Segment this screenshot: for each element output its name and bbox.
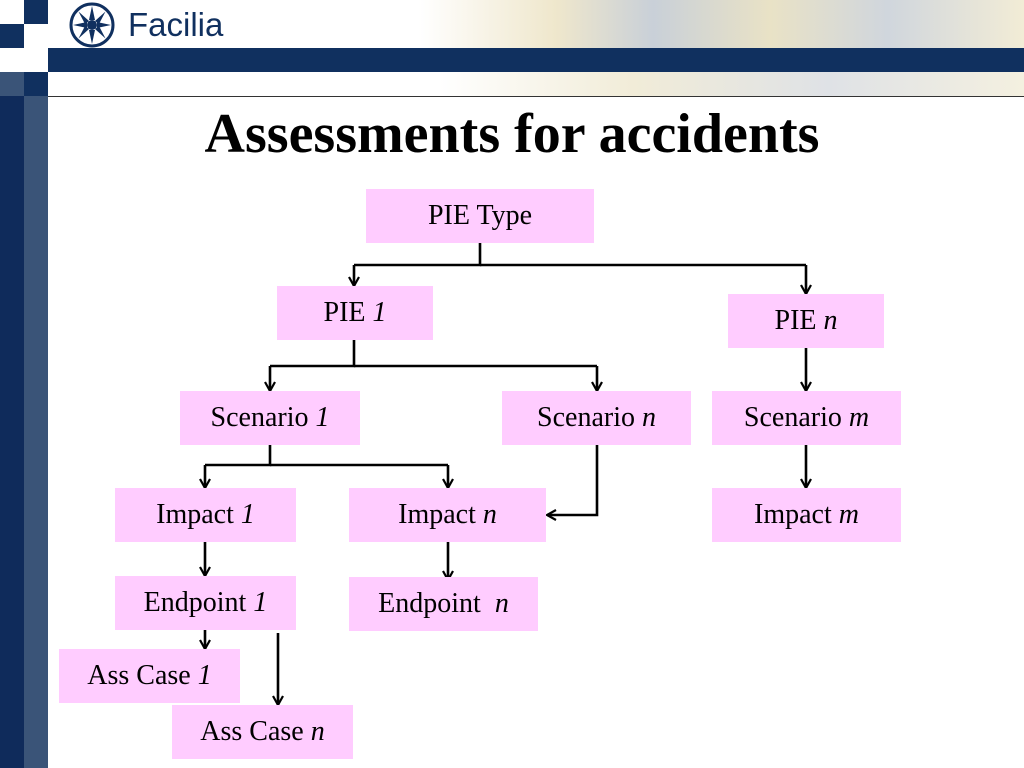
strip-square <box>24 48 48 72</box>
node-index: n <box>823 305 838 336</box>
node-scenario-1: Scenario 1 <box>180 391 360 445</box>
node-label: Impact <box>156 499 241 530</box>
node-index: n <box>641 402 656 433</box>
left-decorative-strip <box>0 0 48 768</box>
logo-wheel-icon <box>69 2 115 48</box>
connector-arrow <box>547 445 599 515</box>
strip-column-dark <box>0 0 24 768</box>
strip-square <box>0 48 24 72</box>
connector-line <box>354 243 482 267</box>
connector-line <box>205 445 272 467</box>
node-pie-type: PIE Type <box>366 189 594 243</box>
header-navy-band <box>48 48 1024 72</box>
slide-title: Assessments for accidents <box>204 103 820 165</box>
logo-text: Facilia <box>128 6 224 43</box>
node-index: m <box>848 402 870 433</box>
node-index: 1 <box>253 587 268 618</box>
node-pie-n: PIE n <box>728 294 884 348</box>
node-index: 1 <box>240 499 255 530</box>
node-label: PIE <box>774 305 824 336</box>
strip-square <box>0 24 24 48</box>
node-label: Endpoint <box>143 587 254 618</box>
node-label: Scenario <box>537 402 642 433</box>
header-top <box>48 0 1024 48</box>
strip-square <box>0 72 24 96</box>
header-band <box>48 0 1024 97</box>
node-label: Scenario <box>210 402 316 433</box>
node-index: n <box>482 499 497 530</box>
node-index: 1 <box>197 660 212 691</box>
node-label: Scenario <box>743 402 849 433</box>
node-label: Impact <box>754 499 839 530</box>
node-ass-case-1: Ass Case 1 <box>59 649 240 703</box>
node-endpoint-1: Endpoint 1 <box>115 576 296 630</box>
strip-square <box>0 0 24 24</box>
node-impact-n: Impact n <box>349 488 546 542</box>
node-label: PIE Type <box>427 200 533 231</box>
strip-column-light <box>24 0 48 768</box>
strip-square <box>24 0 48 24</box>
node-ass-case-n: Ass Case n <box>172 705 353 759</box>
node-index: n <box>494 588 509 619</box>
strip-square <box>24 24 48 48</box>
strip-square <box>24 72 48 96</box>
node-scenario-n: Scenario n <box>502 391 691 445</box>
node-scenario-m: Scenario m <box>712 391 901 445</box>
node-label: PIE <box>323 297 373 328</box>
node-impact-1: Impact 1 <box>115 488 296 542</box>
header-lower <box>48 72 1024 97</box>
node-impact-m: Impact m <box>712 488 901 542</box>
connector-line <box>270 340 356 368</box>
node-pie-1: PIE 1 <box>277 286 433 340</box>
node-index: m <box>838 499 859 530</box>
node-index: 1 <box>372 297 387 328</box>
node-endpoint-n: Endpoint n <box>349 577 538 631</box>
node-index: n <box>310 716 325 747</box>
node-label: Ass Case <box>200 716 311 747</box>
facilia-logo: Facilia <box>62 2 223 48</box>
node-label: Ass Case <box>87 660 198 691</box>
node-label: Impact <box>398 499 483 530</box>
node-index: 1 <box>315 402 330 433</box>
node-label: Endpoint <box>378 588 495 619</box>
